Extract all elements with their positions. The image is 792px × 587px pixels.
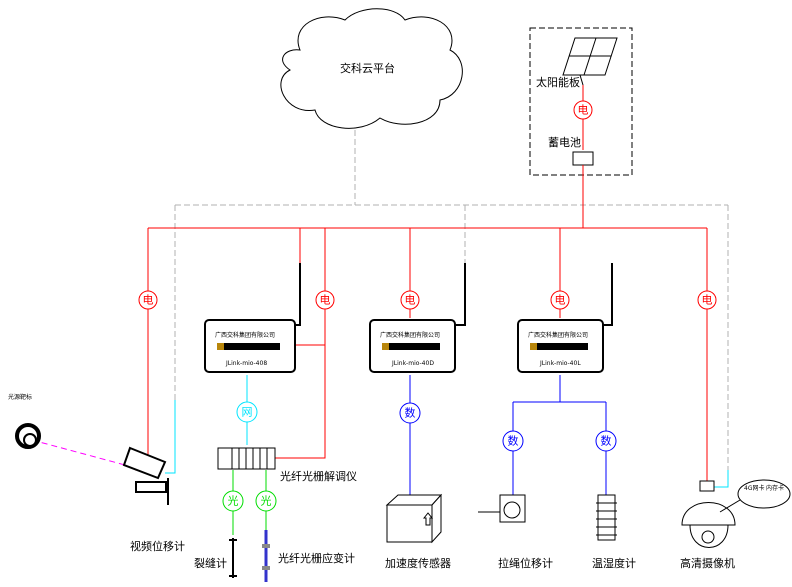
solar-enclosure — [529, 27, 633, 176]
cloud-label: 交科云平台 — [340, 61, 395, 75]
video-displacement-label: 视频位移计 — [130, 539, 185, 553]
laser-beam — [31, 439, 126, 466]
solar-panel-label: 太阳能板 — [536, 75, 580, 89]
solar-panel-icon — [562, 37, 618, 86]
marker-network: 网 — [236, 401, 258, 423]
svg-text:广西交科集团有限公司: 广西交科集团有限公司 — [380, 331, 440, 339]
antenna-icon — [455, 263, 466, 326]
video-camera-icon — [122, 446, 169, 505]
cloud-shape — [280, 8, 463, 129]
temp-humidity-label: 温湿度计 — [592, 556, 636, 570]
svg-text:广西交科集团有限公司: 广西交科集团有限公司 — [215, 331, 275, 339]
svg-text:电: 电 — [143, 294, 154, 307]
svg-text:数: 数 — [601, 435, 612, 448]
svg-text:广西交科集团有限公司: 广西交科集团有限公司 — [528, 331, 588, 339]
camera-memory-label: 内存卡 — [766, 484, 784, 492]
svg-text:JLink-mio-408: JLink-mio-408 — [225, 360, 267, 367]
wire-displacement-label: 拉绳位移计 — [498, 556, 553, 570]
battery-label: 蓄电池 — [548, 136, 581, 149]
camera-4g-label: 4G网卡 — [744, 484, 764, 492]
hd-camera-icon — [681, 479, 791, 548]
marker-power: 电 — [573, 100, 593, 120]
temp-humidity-icon — [596, 494, 617, 541]
marker-power: 电 — [697, 290, 717, 310]
crack-meter-icon — [229, 538, 237, 578]
light-target-icon — [15, 423, 41, 449]
antenna-icon — [603, 263, 613, 326]
antenna-icon — [295, 263, 301, 326]
svg-text:数: 数 — [405, 407, 416, 420]
svg-text:电: 电 — [555, 294, 566, 307]
hd-camera-label: 高清摄像机 — [680, 556, 735, 570]
fbg-strain-label: 光纤光栅应变计 — [278, 551, 355, 565]
demodulator-icon — [217, 447, 276, 470]
accelerometer-label: 加速度传感器 — [385, 556, 451, 570]
svg-text:JLink-mio-40D: JLink-mio-40D — [391, 360, 434, 367]
svg-text:光: 光 — [261, 494, 272, 508]
marker-data: 数 — [502, 430, 524, 452]
svg-text:电: 电 — [578, 104, 589, 117]
marker-optical: 光 — [255, 490, 277, 512]
fbg-strain-icon — [262, 530, 270, 582]
accelerometer-icon — [385, 493, 443, 544]
svg-text:数: 数 — [508, 435, 519, 448]
device-40l: 广西交科集团有限公司 JLink-mio-40L — [517, 263, 613, 373]
cloud-link-lines — [174, 130, 729, 470]
network-lines — [165, 375, 729, 488]
svg-text:电: 电 — [320, 294, 331, 307]
device-408: 广西交科集团有限公司 JLink-mio-408 — [204, 263, 301, 373]
light-target-label: 光源靶标 — [8, 393, 32, 401]
svg-text:JLink-mio-40L: JLink-mio-40L — [539, 360, 581, 367]
marker-power: 电 — [400, 290, 420, 310]
marker-power: 电 — [315, 290, 335, 310]
marker-power: 电 — [550, 290, 570, 310]
marker-optical: 光 — [222, 490, 244, 512]
svg-text:网: 网 — [242, 406, 253, 419]
battery-icon — [572, 151, 594, 166]
wire-displacement-icon — [478, 494, 526, 523]
demodulator-label: 光纤光栅解调仪 — [280, 469, 357, 483]
svg-text:电: 电 — [405, 294, 416, 307]
device-40d: 广西交科集团有限公司 JLink-mio-40D — [369, 263, 466, 373]
crack-meter-label: 裂缝计 — [194, 556, 227, 570]
svg-text:光: 光 — [228, 494, 239, 508]
marker-data: 数 — [399, 402, 421, 424]
marker-data: 数 — [595, 430, 617, 452]
marker-power: 电 — [138, 290, 158, 310]
svg-text:电: 电 — [702, 294, 713, 307]
